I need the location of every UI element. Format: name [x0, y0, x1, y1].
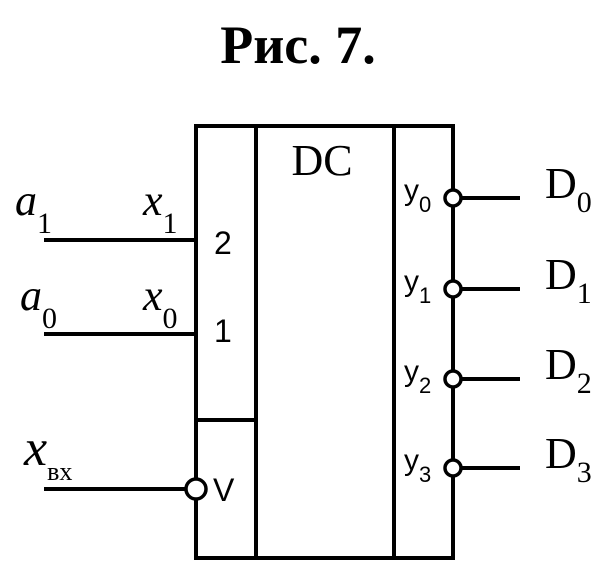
output-name: D3 — [545, 429, 592, 489]
svg-text:x1: x1 — [142, 176, 178, 240]
decoder-block — [194, 124, 455, 560]
svg-text:x0: x0 — [142, 271, 178, 335]
svg-text:a0: a0 — [20, 271, 57, 335]
output-pin-label: y0 — [404, 174, 431, 217]
output-pin-label: y1 — [404, 265, 431, 308]
output-bubble — [443, 458, 463, 478]
output-bubble — [443, 369, 463, 389]
output-bubble — [443, 188, 463, 208]
output-1: y1 D1 — [404, 250, 592, 310]
output-3: y3 D3 — [404, 429, 592, 489]
svg-text:2: 2 — [214, 225, 232, 261]
output-2: y2 D2 — [404, 340, 592, 400]
output-0: y0 D0 — [404, 159, 592, 219]
input-enable: xвх V — [23, 420, 235, 508]
svg-text:1: 1 — [214, 313, 232, 349]
figure-title: Рис. 7. — [220, 15, 376, 75]
svg-text:xвх: xвх — [23, 420, 72, 486]
input-a0: a0 x0 1 — [20, 271, 232, 349]
svg-text:a1: a1 — [15, 176, 52, 240]
output-bubble — [443, 279, 463, 299]
output-pin-label: y2 — [404, 355, 431, 398]
svg-text:V: V — [213, 472, 235, 508]
input-a1: a1 x1 2 — [15, 176, 232, 261]
output-name: D0 — [545, 159, 592, 219]
output-pin-label: y3 — [404, 444, 431, 487]
output-name: D1 — [545, 250, 592, 310]
output-name: D2 — [545, 340, 592, 400]
block-label: DC — [291, 136, 352, 185]
inversion-bubble — [184, 477, 208, 501]
